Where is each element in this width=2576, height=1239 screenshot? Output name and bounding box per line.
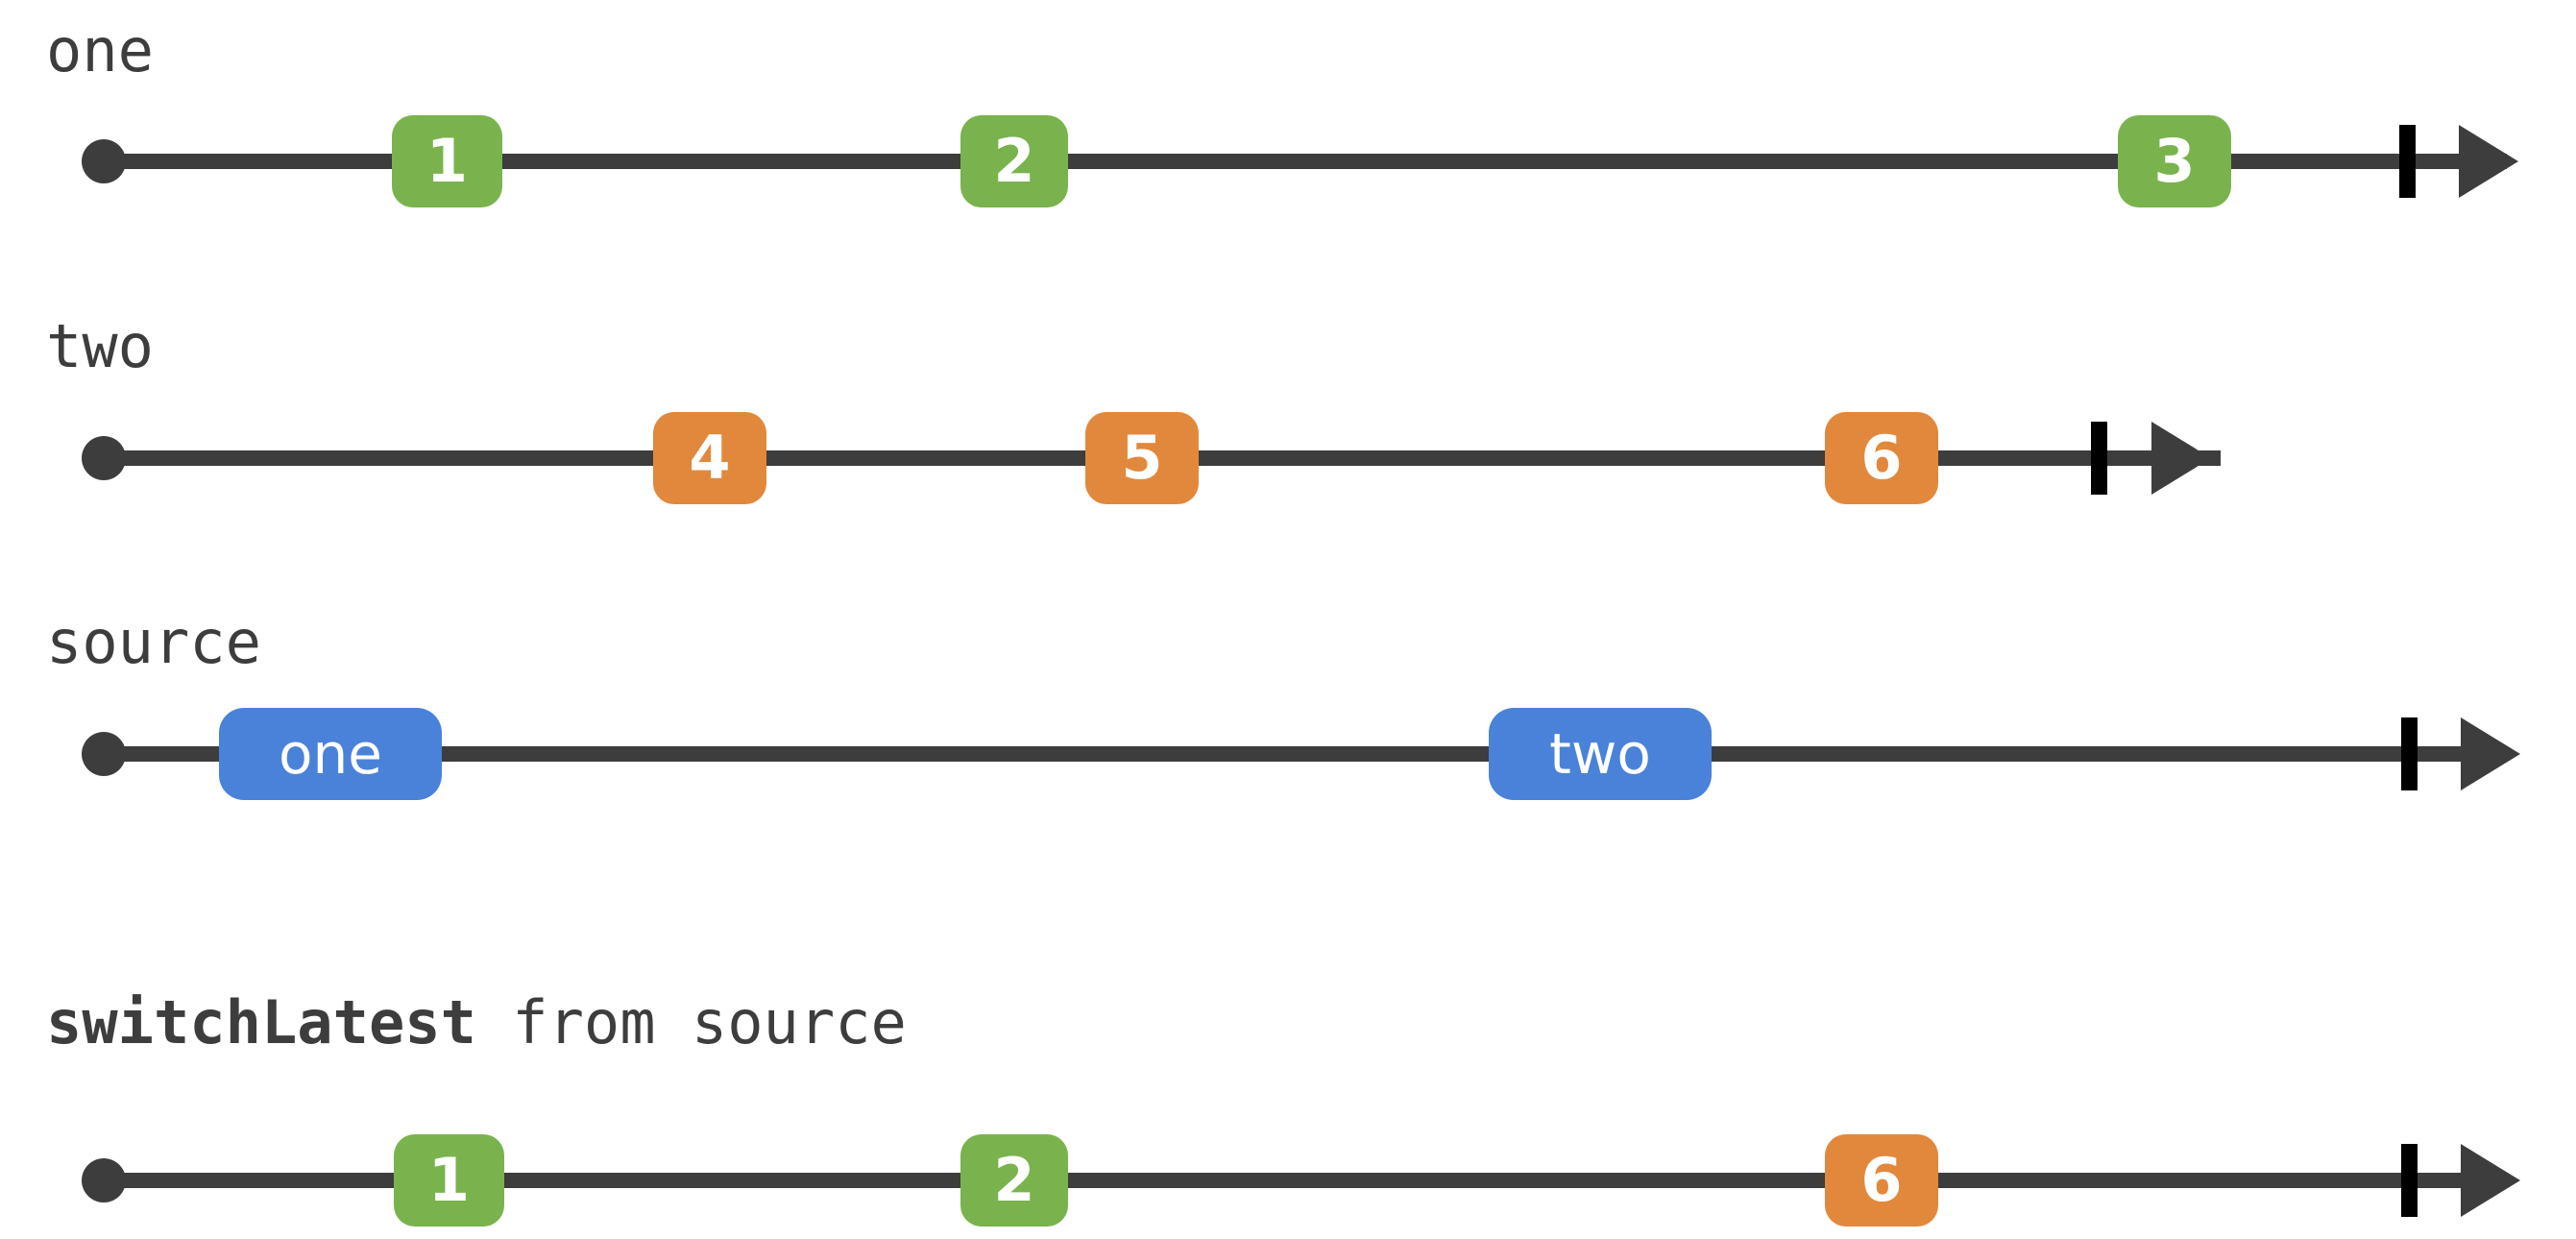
timeline-arrow-icon [2461,1144,2520,1217]
timeline-axis-line [104,154,2507,169]
timeline-arrow-icon [2459,125,2518,198]
marble-two-5[interactable]: 5 [1085,412,1199,504]
timeline-source: one two [0,696,2576,812]
timeline-result: 1 2 6 [0,1123,2576,1238]
timeline-arrow-icon [2151,422,2211,495]
marble-result-1[interactable]: 1 [394,1134,504,1227]
timeline-one: 1 2 3 [0,104,2576,219]
completion-marker [2091,422,2107,495]
marble-two-6[interactable]: 6 [1825,412,1938,504]
row-label-source: source [46,607,261,677]
operator-suffix: from source [475,987,907,1057]
timeline-start-dot [82,436,126,480]
completion-marker [2399,125,2416,198]
timeline-two: 4 5 6 [0,401,2576,516]
marble-one-1[interactable]: 1 [392,115,502,207]
marble-source-one[interactable]: one [219,708,442,800]
marble-result-6[interactable]: 6 [1825,1134,1938,1227]
completion-marker [2401,717,2418,790]
timeline-start-dot [82,139,126,183]
row-label-one: one [46,15,154,85]
marble-source-two[interactable]: two [1489,708,1712,800]
timeline-start-dot [82,1158,126,1203]
marble-result-2[interactable]: 2 [960,1134,1068,1227]
timeline-axis-line [104,746,2507,762]
marble-one-3[interactable]: 3 [2118,115,2231,207]
timeline-start-dot [82,732,126,776]
marble-two-4[interactable]: 4 [653,412,766,504]
completion-marker [2401,1144,2418,1217]
row-label-two: two [46,311,154,381]
timeline-arrow-icon [2461,717,2520,790]
row-label-result: switchLatest from source [46,993,907,1053]
marble-one-2[interactable]: 2 [960,115,1068,207]
operator-name: switchLatest [46,987,476,1057]
